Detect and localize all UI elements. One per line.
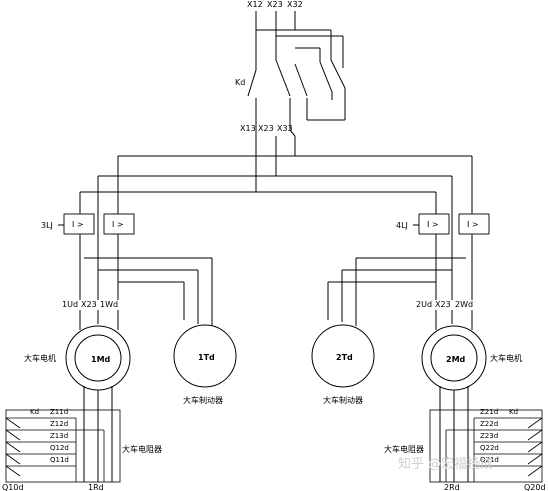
- left-resistor-q-label: Q10d: [2, 483, 24, 491]
- switch-kd-label: Kd: [235, 78, 245, 87]
- left-resistor-1rd: Kd Z11d Z12d Z13d Q12d Q11d 大车电阻器 Q10d 1…: [2, 408, 162, 491]
- motor-1md-name: 1Md: [91, 355, 111, 364]
- right-contact-2: Z22d: [480, 420, 498, 428]
- relay-4lj-symbol-2: I >: [467, 220, 479, 229]
- right-terminal-2wd: 2Wd: [455, 300, 473, 309]
- left-motor-1md: 1Ud X23 1Wd 1Md 大车电机: [24, 300, 131, 482]
- distribution-buses: [79, 155, 473, 300]
- terminal-x23-label: X23: [267, 0, 283, 9]
- left-contact-3: Z13d: [50, 432, 68, 440]
- brake-1td-name: 1Td: [198, 353, 215, 362]
- brake-2td-name: 2Td: [336, 353, 353, 362]
- right-resistor-kd: Kd: [509, 408, 518, 416]
- right-contact-1: Z21d: [480, 408, 498, 416]
- right-terminal-2ud: 2Ud: [416, 300, 432, 309]
- left-resistor-caption: 大车电阻器: [122, 444, 162, 454]
- right-resistor-q-label: Q20d: [524, 483, 546, 491]
- right-contact-4: Q22d: [480, 444, 499, 452]
- left-resistor-kd: Kd: [30, 408, 39, 416]
- right-resistor-caption: 大车电阻器: [384, 444, 424, 454]
- relay-4lj-label: 4LJ: [396, 221, 408, 230]
- left-resistor-r-label: 1Rd: [88, 483, 104, 491]
- right-motor-caption: 大车电机: [490, 353, 522, 363]
- left-contact-2: Z12d: [50, 420, 68, 428]
- switch-out-x33-label: X33: [277, 124, 293, 133]
- right-resistor-2rd: Kd Z21d Z22d Z23d Q22d Q21d 大车电阻器 2Rd Q2…: [384, 408, 546, 491]
- right-resistor-r-label: 2Rd: [444, 483, 460, 491]
- right-brake-caption: 大车制动器: [323, 395, 363, 405]
- terminal-x32-label: X32: [287, 0, 303, 9]
- left-motor-caption: 大车电机: [24, 353, 56, 363]
- right-terminal-x23: X23: [435, 300, 451, 309]
- left-terminal-x23: X23: [81, 300, 97, 309]
- left-brake-1td: 1Td 大车制动器: [173, 324, 237, 405]
- left-terminal-1wd: 1Wd: [100, 300, 118, 309]
- motor-2md-name: 2Md: [446, 355, 466, 364]
- left-contact-4: Q12d: [50, 444, 69, 452]
- switch-out-x13-label: X13: [240, 124, 256, 133]
- relay-3lj-label: 3LJ: [41, 221, 53, 230]
- relay-3lj-symbol: I >: [72, 220, 84, 229]
- relay-4lj-symbol: I >: [427, 220, 439, 229]
- switch-out-x23-label: X23: [258, 124, 274, 133]
- left-contact-5: Q11d: [50, 456, 69, 464]
- left-contact-1: Z11d: [50, 408, 68, 416]
- relay-3lj-symbol-2: I >: [112, 220, 124, 229]
- relay-3lj: 3LJ I > I >: [41, 213, 135, 300]
- watermark-text: 知乎 @宏福扬成: [398, 456, 493, 472]
- brake-2td-circle: [311, 324, 375, 388]
- right-contact-3: Z23d: [480, 432, 498, 440]
- terminal-x12-label: X12: [247, 0, 263, 9]
- right-motor-2md: 2Ud X23 2Wd 2Md 大车电机: [416, 300, 522, 482]
- left-terminal-1ud: 1Ud: [62, 300, 78, 309]
- brake-1td-circle: [173, 324, 237, 388]
- brake-feeds: [84, 257, 466, 326]
- right-contact-5: Q21d: [480, 456, 499, 464]
- right-brake-2td: 2Td 大车制动器: [311, 324, 375, 405]
- left-brake-caption: 大车制动器: [183, 395, 223, 405]
- relay-4lj: 4LJ I > I >: [396, 213, 490, 300]
- main-switch-section: X12 X23 X32 Kd X13 X23 X33: [235, 0, 346, 192]
